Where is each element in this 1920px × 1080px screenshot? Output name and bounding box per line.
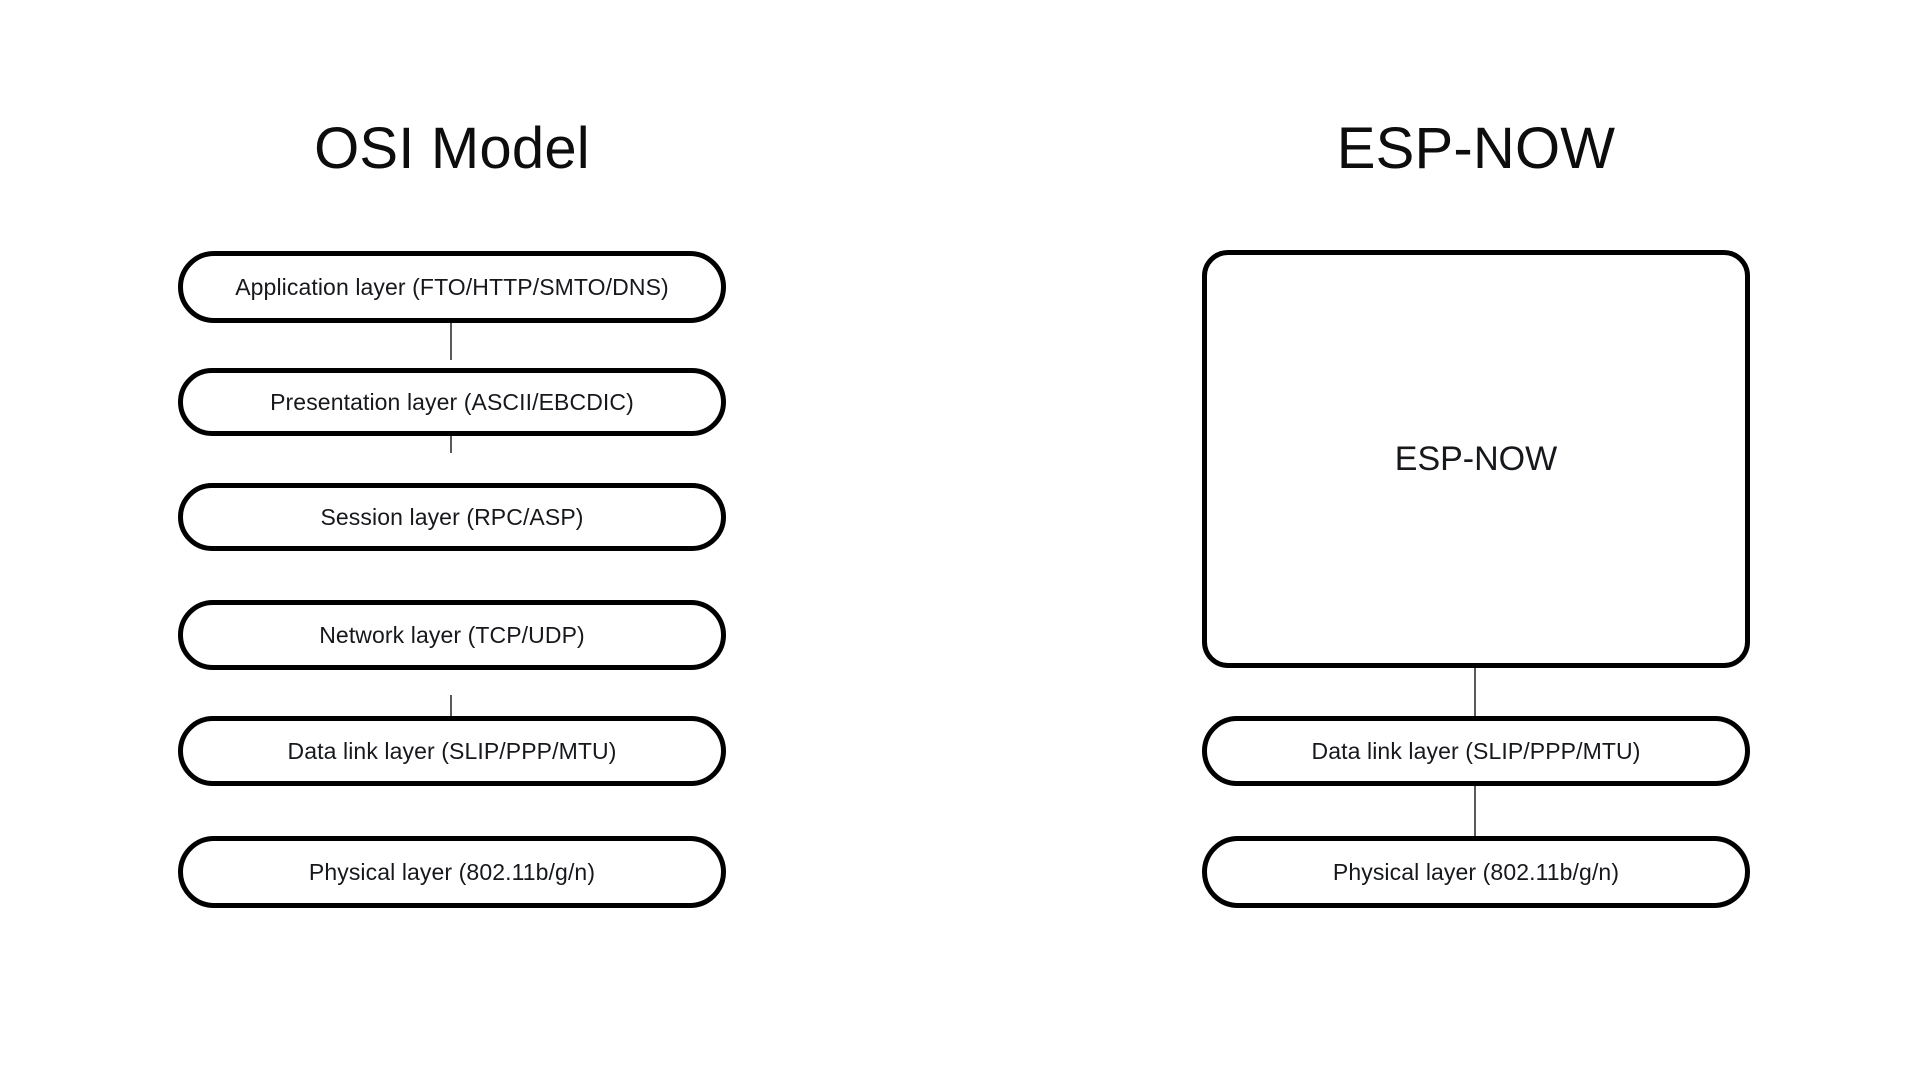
espnow-connector-datalink-physical — [1474, 783, 1476, 838]
osi-layer-network-label: Network layer (TCP/UDP) — [319, 621, 585, 648]
osi-column-title: OSI Model — [314, 116, 590, 181]
osi-layer-session[interactable]: Session layer (RPC/ASP) — [178, 483, 726, 551]
osi-layer-application-label: Application layer (FTO/HTTP/SMTO/DNS) — [235, 273, 669, 300]
osi-layer-physical-label: Physical layer (802.11b/g/n) — [308, 858, 596, 885]
espnow-protocol-block-label: ESP-NOW — [1394, 439, 1558, 478]
espnow-layer-datalink[interactable]: Data link layer (SLIP/PPP/MTU) — [1202, 716, 1750, 786]
espnow-connector-block-datalink — [1474, 665, 1476, 737]
espnow-layer-physical-label: Physical layer (802.11b/g/n) — [1332, 858, 1620, 885]
osi-layer-presentation[interactable]: Presentation layer (ASCII/EBCDIC) — [178, 368, 726, 436]
osi-layer-session-label: Session layer (RPC/ASP) — [320, 503, 584, 530]
osi-layer-network[interactable]: Network layer (TCP/UDP) — [178, 600, 726, 670]
osi-layer-application[interactable]: Application layer (FTO/HTTP/SMTO/DNS) — [178, 251, 726, 323]
osi-connector-1-2 — [450, 320, 452, 360]
espnow-column-title: ESP-NOW — [1336, 116, 1616, 181]
espnow-layer-datalink-label: Data link layer (SLIP/PPP/MTU) — [1311, 737, 1641, 764]
osi-layer-datalink-label: Data link layer (SLIP/PPP/MTU) — [287, 737, 617, 764]
osi-layer-presentation-label: Presentation layer (ASCII/EBCDIC) — [270, 388, 634, 415]
osi-layer-physical[interactable]: Physical layer (802.11b/g/n) — [178, 836, 726, 908]
osi-layer-datalink[interactable]: Data link layer (SLIP/PPP/MTU) — [178, 716, 726, 786]
espnow-layer-physical[interactable]: Physical layer (802.11b/g/n) — [1202, 836, 1750, 908]
espnow-protocol-block[interactable]: ESP-NOW — [1202, 250, 1750, 668]
